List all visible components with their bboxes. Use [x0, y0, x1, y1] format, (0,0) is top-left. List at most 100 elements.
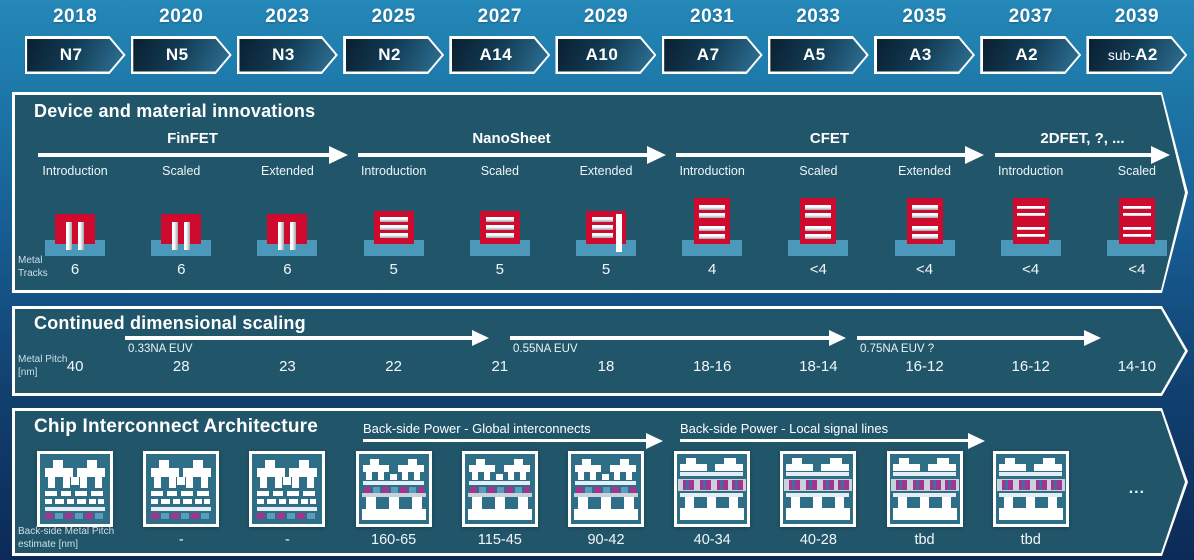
metal-pitch-value: 21 [491, 358, 509, 375]
backside-pitch-value: 40-34 [693, 532, 731, 548]
cfet-icon [786, 190, 850, 256]
metal-tracks-value: 5 [495, 261, 504, 278]
twodfet-icon [1105, 190, 1169, 256]
year-label: 2020 [159, 6, 204, 27]
stage-label: Introduction [679, 164, 745, 178]
node-badge: A3 [874, 36, 975, 74]
metal-pitch-label: Metal Pitch [nm] [18, 354, 68, 378]
stage-label: Scaled [799, 164, 838, 178]
nanosheet-icon [468, 190, 532, 256]
metal-pitch-row: 40 28 23 22 21 18 18-16 18-14 16-12 16-1… [22, 358, 1190, 375]
metal-pitch-value: 18 [597, 358, 615, 375]
backside-pitch-value: tbd [1020, 532, 1041, 548]
node-badge: A7 [662, 36, 763, 74]
euv-075-label: 0.75NA EUV ? [860, 343, 935, 355]
backside-pitch-label: Back-side Metal Pitch estimate [nm] [18, 526, 115, 550]
node-badge: A14 [449, 36, 550, 74]
backside-local-arrow [680, 439, 969, 442]
euv-033-arrow [125, 336, 473, 340]
chip-cross-section-frontside-icon [37, 451, 113, 527]
stage-label: Introduction [998, 164, 1064, 178]
stage-label: Extended [579, 164, 633, 178]
backside-pitch-row: - - 160-65 115-45 90-42 40-34 40-28 tbd … [22, 532, 1190, 548]
finfet-icon [255, 190, 319, 256]
node-badge: N3 [237, 36, 338, 74]
years-row: 2018 2020 2023 2025 2027 2029 2031 2033 … [22, 6, 1190, 28]
scaling-panel: Continued dimensional scaling 0.33NA EUV… [12, 306, 1188, 396]
backside-pitch-value: - [178, 532, 184, 548]
year-label: 2025 [371, 6, 416, 27]
metal-pitch-value: 40 [66, 358, 84, 375]
chip-cross-section-backside-global-icon [462, 451, 538, 527]
year-label: 2033 [796, 6, 841, 27]
twodfet-label: 2DFET, ?, ... [1040, 130, 1125, 147]
metal-pitch-value: 16-12 [1011, 358, 1050, 375]
euv-075-arrow [857, 336, 1085, 340]
finfet-arrow [38, 153, 330, 157]
finfet-icon [43, 190, 107, 256]
stage-label: Extended [898, 164, 951, 178]
chip-cross-section-backside-global-icon [568, 451, 644, 527]
chip-cross-section-backside-local-icon [780, 451, 856, 527]
chip-cross-section-backside-local-icon [993, 451, 1069, 527]
metal-pitch-value: 16-12 [905, 358, 944, 375]
metal-tracks-value: 6 [70, 261, 80, 278]
year-label: 2037 [1008, 6, 1053, 27]
node-badge: sub-A2 [1086, 36, 1187, 74]
metal-tracks-value: <4 [915, 261, 934, 278]
cfet-arrow [676, 153, 966, 157]
stage-label: Scaled [162, 164, 201, 178]
twodfet-arrow [995, 153, 1152, 157]
chip-cross-section-backside-local-icon [887, 451, 963, 527]
metal-tracks-value: <4 [1128, 261, 1146, 278]
nanosheet-label: NanoSheet [472, 130, 551, 147]
stage-label: Extended [261, 164, 314, 178]
metal-pitch-value: 18-16 [692, 358, 732, 375]
chip-cross-section-backside-local-icon [674, 451, 750, 527]
backside-pitch-value [1084, 532, 1190, 548]
stage-label: Scaled [1117, 164, 1157, 178]
year-label: 2035 [902, 6, 947, 27]
backside-pitch-value: 115-45 [477, 532, 522, 548]
backside-pitch-value: - [285, 532, 290, 548]
interconnect-panel: Chip Interconnect Architecture Back-side… [12, 408, 1188, 556]
nanosheet-arrow [358, 153, 648, 157]
chip-cross-section-frontside-icon [143, 451, 219, 527]
metal-tracks-value: 4 [708, 261, 717, 278]
metal-tracks-value: 6 [177, 261, 186, 278]
stage-label: Introduction [360, 164, 427, 178]
backside-pitch-value: 40-28 [799, 532, 837, 548]
node-badge: A5 [768, 36, 869, 74]
cfet-icon [680, 190, 744, 256]
backside-pitch-value: tbd [914, 532, 935, 548]
metal-pitch-value: 23 [279, 358, 296, 375]
year-label: 2027 [477, 6, 522, 27]
metal-pitch-value: 14-10 [1117, 358, 1157, 375]
nodes-row: N7 N5 N3 N2 A14 A10 A7 A5 A3 A2 sub-A2 [22, 36, 1190, 74]
node-badge: N2 [343, 36, 444, 74]
device-icons-row [22, 188, 1190, 258]
metal-pitch-value: 28 [172, 358, 190, 375]
year-label: 2023 [265, 6, 310, 27]
forksheet-icon [574, 190, 638, 256]
metal-pitch-value: 18-14 [799, 358, 838, 375]
metal-pitch-value: 22 [385, 358, 402, 375]
node-badge: A10 [555, 36, 656, 74]
chip-icons-row: ... [22, 448, 1190, 530]
device-panel-title: Device and material innovations [34, 101, 316, 121]
stage-label: Scaled [480, 164, 519, 178]
metal-tracks-label: Metal Tracks [18, 255, 48, 279]
chip-cross-section-frontside-icon [249, 451, 325, 527]
node-badge: N5 [131, 36, 232, 74]
year-label: 2039 [1114, 6, 1160, 27]
stage-label: Introduction [42, 164, 108, 178]
finfet-icon [149, 190, 213, 256]
nanosheet-icon [362, 190, 426, 256]
backside-global-label: Back-side Power - Global interconnects [363, 421, 591, 436]
chip-cross-section-backside-global-icon [356, 451, 432, 527]
backside-pitch-value: 90-42 [587, 532, 625, 548]
device-panel: Device and material innovations FinFET N… [12, 92, 1188, 293]
backside-pitch-value [22, 532, 128, 548]
backside-global-arrow [363, 439, 647, 442]
